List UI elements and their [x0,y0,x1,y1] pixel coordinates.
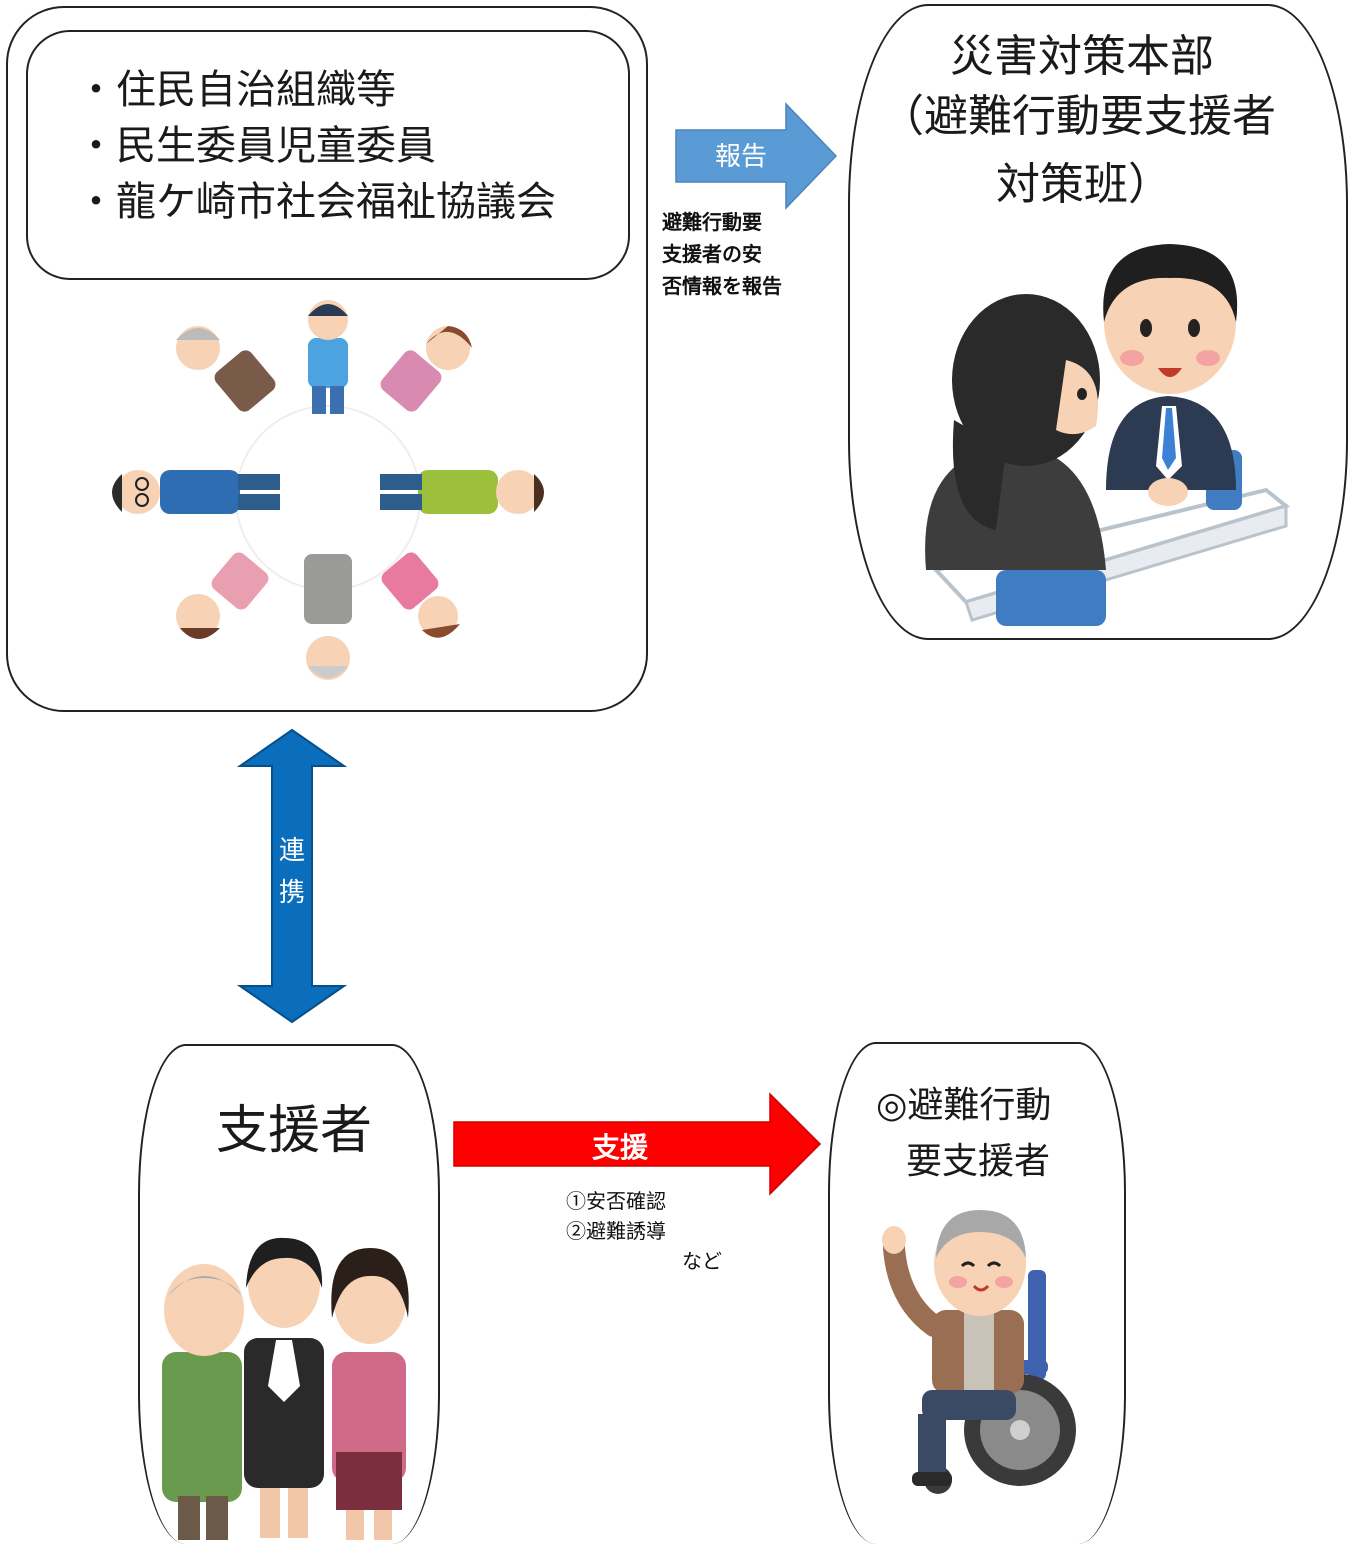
support-caption: ①安否確認 ②避難誘導 など [566,1186,722,1276]
supporters-illustration [162,1237,409,1540]
support-caption-line-3: など [682,1249,722,1273]
community-item-2: ・民生委員児童委員 [76,123,436,169]
link-label-char-1: 連 [278,836,305,866]
person-left-man-glasses [112,470,280,514]
target-person-box: ◎避難行動 要支援者 [828,1042,1126,1544]
target-title-line-1: ◎避難行動 [876,1085,1052,1126]
hq-title-line-1: 災害対策本部 [950,31,1214,82]
consultation-illustration [925,244,1291,626]
supporter-box: 支援者 [138,1044,440,1544]
report-arrow [675,102,838,210]
community-item-3: ・龍ケ崎市社会福祉協議会 [76,179,556,225]
person-bottom-elder-man [304,554,352,680]
person-top-boy [308,300,348,414]
report-caption-line-3: 否情報を報告 [662,274,782,298]
support-caption-line-1: ①安否確認 [566,1189,666,1213]
target-title-line-2: 要支援者 [906,1141,1051,1182]
person-bottom-left-woman [176,552,269,639]
wheelchair-user-illustration [882,1210,1076,1494]
link-label-char-2: 携 [278,878,305,908]
person-bottom-right-girl [381,552,460,638]
link-arrow [236,728,348,1024]
support-arrow-label: 支援 [591,1131,648,1164]
community-list-box: ・住民自治組織等 ・民生委員児童委員 ・龍ケ崎市社会福祉協議会 [26,30,630,280]
report-caption-line-1: 避難行動要 [662,210,762,234]
person-top-left-elder-woman [176,326,276,412]
hq-title-line-3: 対策班） [996,159,1172,210]
link-arrow-label: 連 携 [272,830,312,914]
person-right-man [380,470,544,514]
disaster-hq-box: 災害対策本部 （避難行動要支援者 対策班） [848,4,1348,640]
community-organizations-box: ・住民自治組織等 ・民生委員児童委員 ・龍ケ崎市社会福祉協議会 [6,6,648,712]
circle-of-people-illustration [112,300,544,680]
hq-title-line-2: （避難行動要支援者 [880,91,1276,142]
report-caption: 避難行動要 支援者の安 否情報を報告 [662,206,782,302]
person-top-right-woman [380,326,472,412]
supporter-title: 支援者 [216,1101,373,1161]
report-caption-line-2: 支援者の安 [662,242,762,266]
community-item-1: ・住民自治組織等 [76,67,396,113]
support-arrow [453,1092,822,1196]
report-arrow-label: 報告 [714,142,767,172]
support-caption-line-2: ②避難誘導 [566,1219,666,1243]
